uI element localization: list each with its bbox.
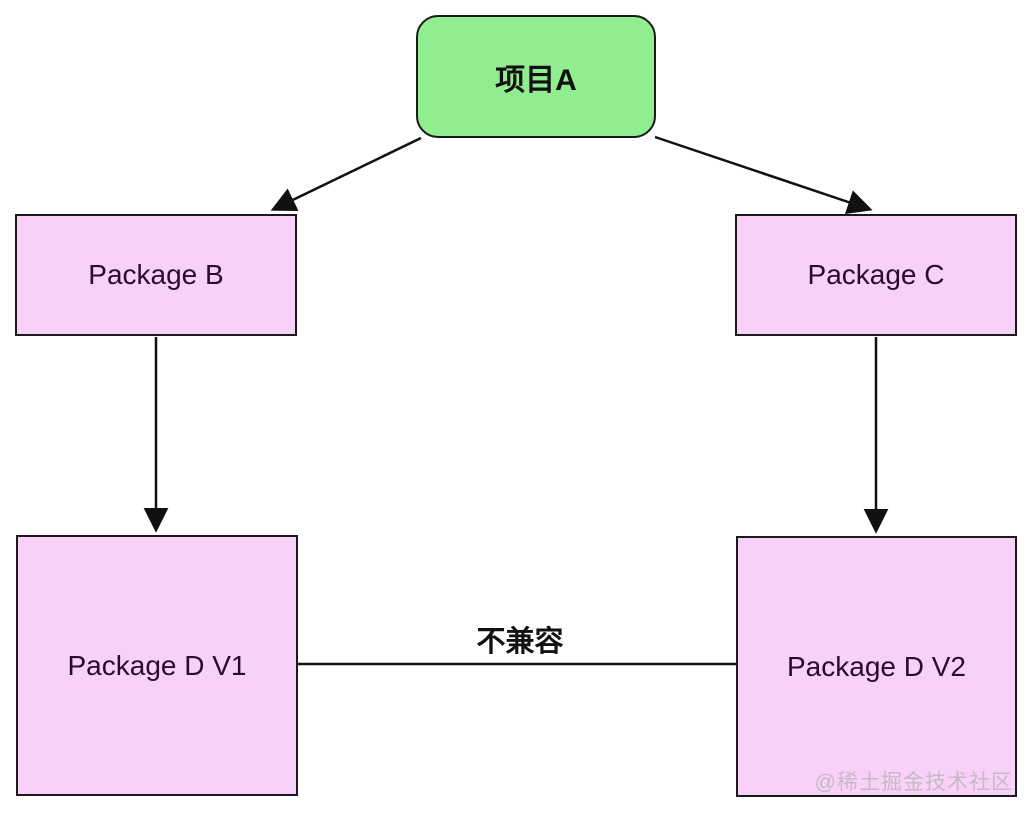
node-package-c-label: Package C bbox=[807, 259, 945, 290]
watermark: @稀土掘金技术社区 bbox=[814, 771, 1013, 794]
edge-projectA-to-packageB bbox=[270, 136, 422, 212]
incompatible-edge-label: 不兼容 bbox=[476, 626, 564, 658]
node-project-a-label: 项目A bbox=[495, 63, 577, 97]
node-package-c: Package C bbox=[735, 214, 1017, 336]
node-package-d-v1: Package D V1 bbox=[16, 535, 298, 796]
node-package-b-label: Package B bbox=[88, 259, 224, 290]
node-package-d-v2-label: Package D V2 bbox=[787, 650, 966, 682]
node-project-a: 项目A bbox=[416, 15, 656, 138]
node-package-b: Package B bbox=[15, 214, 297, 336]
edge-projectA-to-packageC bbox=[654, 135, 873, 215]
node-package-d-v2: Package D V2 bbox=[736, 536, 1017, 797]
node-package-d-v1-label: Package D V1 bbox=[67, 649, 247, 681]
